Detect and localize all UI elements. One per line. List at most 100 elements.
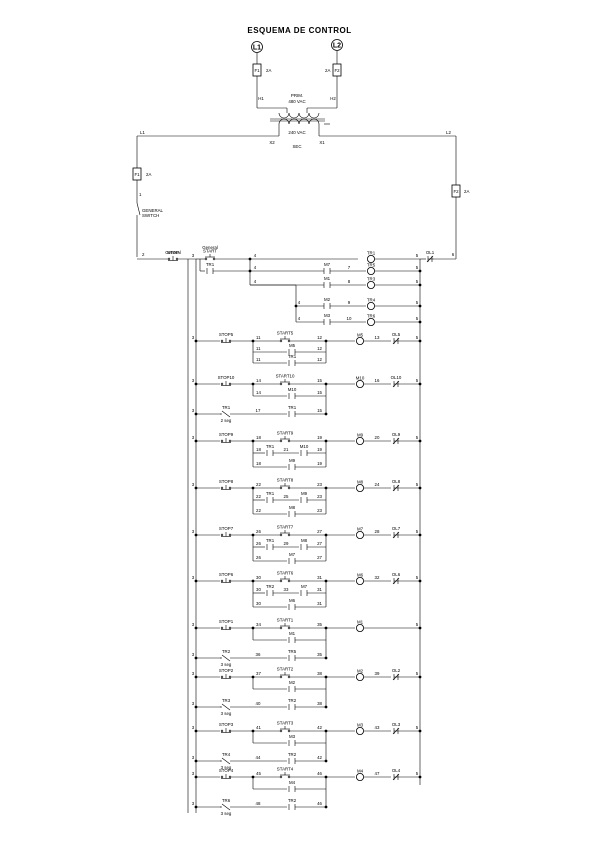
stop-button-STOP7: STOP7 <box>219 526 234 531</box>
wire-2-label: 2 <box>142 252 145 257</box>
coil-M2 <box>355 673 364 682</box>
wire-label: 35 <box>317 652 322 657</box>
contact-M10-label: M10 <box>300 444 309 449</box>
wire-34-label: 34 <box>256 622 261 627</box>
secondary-winding <box>288 118 300 125</box>
wire-label: 11 <box>256 357 261 362</box>
contact-M8-label: M8 <box>301 538 308 543</box>
pb-terminal <box>228 486 232 490</box>
overload-label: OL1 <box>426 250 435 255</box>
start-button-START3: START3 <box>277 721 294 726</box>
pb-terminal <box>228 579 232 583</box>
bus-l1-label: L1 <box>140 130 145 135</box>
wire-label: 26 <box>256 555 261 560</box>
contact-M2-label: M2 <box>324 297 331 302</box>
wire-3-label: 3 <box>192 671 195 676</box>
start-button-START8: START8 <box>277 478 294 483</box>
coil-M5 <box>355 336 364 345</box>
wire-3-label: 3 <box>192 755 195 760</box>
wire-5-label: 5 <box>416 725 419 730</box>
prim-label: PRIM. <box>291 93 303 98</box>
coil-M3-label: M3 <box>357 723 364 728</box>
coil-M9 <box>355 436 364 445</box>
wire-3-label: 3 <box>192 253 195 258</box>
wire-3-label: 3 <box>192 335 195 340</box>
wire-label: 31 <box>317 587 322 592</box>
wire-42-label: 42 <box>317 725 322 730</box>
junction-dot <box>418 533 422 537</box>
contact-M7-label: M7 <box>324 262 331 267</box>
wire-label: 22 <box>256 494 261 499</box>
pb-terminal <box>279 775 283 779</box>
wire-27-label: 27 <box>317 529 322 534</box>
coil-M10-label: M10 <box>356 376 365 381</box>
coil-M7 <box>355 531 364 540</box>
coil-TR5-label: TR5 <box>367 263 376 268</box>
wire-label: 15 <box>317 390 322 395</box>
coil-M1 <box>355 624 364 633</box>
coil-tr1 <box>366 254 375 263</box>
start-general-sub: General <box>202 245 218 250</box>
series-wire-label: 25 <box>284 494 289 499</box>
l2-terminal-icon <box>331 39 343 51</box>
timer-contact <box>221 757 231 765</box>
wire-15-label: 15 <box>317 378 322 383</box>
contact-M1-label: M1 <box>324 276 331 281</box>
stop-general-sub: General <box>165 250 181 255</box>
wire-37-label: 37 <box>256 671 261 676</box>
pb-terminal <box>220 382 224 386</box>
wire-5-label: 5 <box>416 335 419 340</box>
wire-5-label: 5 <box>416 482 419 487</box>
wire-46-label: 46 <box>317 771 322 776</box>
overload-label: OL5 <box>392 332 401 337</box>
switch-blade <box>136 202 141 216</box>
pb-terminal <box>279 729 283 733</box>
coil-M1-label: M1 <box>357 620 364 625</box>
pb-terminal <box>220 579 224 583</box>
wire-6-label: 6 <box>452 252 455 257</box>
wire-3-label: 3 <box>192 801 195 806</box>
wire-4-label: 4 <box>298 316 301 321</box>
coil-TR4-label: TR4 <box>367 298 376 303</box>
wire-9-label: 9 <box>348 300 351 305</box>
pb-terminal <box>220 626 224 630</box>
wire-4-label: 4 <box>254 253 257 258</box>
overload-label: OL8 <box>392 479 401 484</box>
sec-fuse-f1-label: F1 <box>134 172 140 177</box>
wire-23-label: 23 <box>317 482 322 487</box>
start-button-START5: START5 <box>277 331 294 336</box>
junction-dot <box>324 656 328 660</box>
junction-dot <box>418 626 422 630</box>
contact-TR2-label: TR2 <box>266 584 275 589</box>
coil-M9-label: M9 <box>357 433 364 438</box>
wire-label: 23 <box>317 494 322 499</box>
wire-5-label: 5 <box>416 253 419 258</box>
timer-label: TR3 <box>222 698 231 703</box>
contact-M7-label: M7 <box>301 584 308 589</box>
wire-label: 12 <box>317 346 322 351</box>
fuse-f1-label: F1 <box>254 68 260 73</box>
contact-TR1-label: TR1 <box>288 405 297 410</box>
stop-button-STOP6: STOP6 <box>219 572 234 577</box>
primary-winding <box>308 112 320 119</box>
coil-M3 <box>355 727 364 736</box>
wire-38-label: 38 <box>317 671 322 676</box>
junction-dot <box>324 805 328 809</box>
wire-30-label: 30 <box>256 575 261 580</box>
pb-terminal <box>204 257 208 261</box>
timer-delay-label: 3 seg <box>221 711 232 716</box>
overload-label: OL7 <box>392 526 401 531</box>
start-general-label: START <box>203 249 217 254</box>
coil-M6 <box>355 577 364 586</box>
l2-label: L2 <box>333 43 341 50</box>
wire-label: 18 <box>256 461 261 466</box>
pb-terminal <box>279 533 283 537</box>
pb-terminal <box>287 675 291 679</box>
overload-label: OL3 <box>392 722 401 727</box>
coil-M7-label: M7 <box>357 527 364 532</box>
contact-M9-label: M9 <box>301 491 308 496</box>
junction-dot <box>418 729 422 733</box>
junction-dot <box>294 304 298 308</box>
wire-label: 14 <box>256 390 261 395</box>
wire-7-label: 7 <box>348 265 351 270</box>
